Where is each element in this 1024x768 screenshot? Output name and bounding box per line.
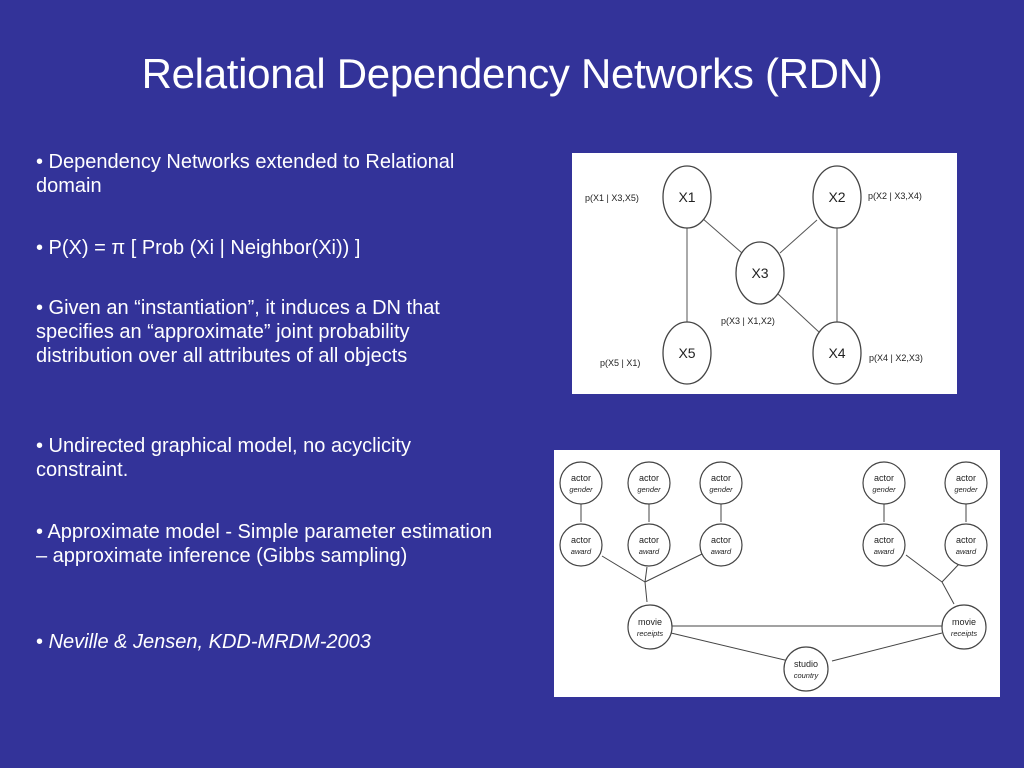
edge-join-m2 (941, 581, 955, 605)
node-attr: gender (569, 485, 593, 494)
node-attr: gender (709, 485, 733, 494)
node-attr: award (874, 547, 895, 556)
node-label: actor (639, 473, 659, 483)
node-attr: award (571, 547, 592, 556)
bullet-probability-formula: • P(X) = π [ Prob (Xi | Neighbor(Xi)) ] (36, 237, 361, 259)
node-actor-gender-4 (862, 461, 906, 505)
edge-a4-join (905, 554, 943, 583)
edge-m1-s1 (670, 632, 790, 662)
node-movie-receipts-1 (627, 604, 673, 650)
bullet-citation: • Neville & Jensen, KDD-MRDM-2003 (36, 630, 371, 654)
node-x4 (812, 321, 862, 385)
node-actor-gender-2 (627, 461, 671, 505)
node-label: actor (571, 535, 591, 545)
node-attr: gender (637, 485, 661, 494)
node-actor-gender-3 (699, 461, 743, 505)
edge-m2-s1 (831, 632, 943, 662)
node-x3 (735, 241, 785, 305)
cpd-x5: p(X5 | X1) (600, 358, 640, 368)
node-label: movie (952, 617, 976, 627)
node-actor-gender-1 (559, 461, 603, 505)
node-label: actor (874, 473, 894, 483)
node-attr: award (956, 547, 977, 556)
edge-a5-join (941, 563, 960, 583)
edge-join-m1 (644, 581, 648, 603)
node-label: actor (711, 535, 731, 545)
node-attr: award (639, 547, 660, 556)
node-x5-label: X5 (678, 345, 695, 361)
node-actor-award-1 (559, 523, 603, 567)
node-x4-label: X4 (828, 345, 845, 361)
edge-x1-x3 (701, 217, 743, 254)
node-attr: receipts (951, 629, 978, 638)
dependency-network-figure: X1 X2 X3 X4 X5 p(X1 | X3,X5) p(X2 | X3,X… (572, 153, 957, 394)
cpd-x4: p(X4 | X2,X3) (869, 353, 923, 363)
rdn-figure: actor actor actor actor actor actor acto… (554, 450, 1000, 697)
node-actor-award-5 (944, 523, 988, 567)
citation-text: Neville & Jensen, KDD-MRDM-2003 (48, 631, 371, 653)
node-movie-receipts-2 (941, 604, 987, 650)
node-label: movie (638, 617, 662, 627)
node-x2-label: X2 (828, 189, 845, 205)
bullet-undirected-model: • Undirected graphical model, no acyclic… (36, 435, 411, 481)
slide-title: Relational Dependency Networks (RDN) (141, 50, 883, 97)
node-x5 (662, 321, 712, 385)
cpd-x1: p(X1 | X3,X5) (585, 193, 639, 203)
node-x3-label: X3 (751, 265, 768, 281)
node-actor-award-4 (862, 523, 906, 567)
node-label: actor (571, 473, 591, 483)
edge-x3-x4 (776, 292, 821, 334)
bullet-marker: • (36, 631, 49, 653)
node-label: studio (794, 659, 818, 669)
node-attr: award (711, 547, 732, 556)
node-attr: gender (954, 485, 978, 494)
bullet-dependency-networks: • Dependency Networks extended to Relati… (36, 151, 455, 197)
cpd-x2: p(X2 | X3,X4) (868, 191, 922, 201)
bullet-approximate-model: • Approximate model - Simple parameter e… (36, 521, 493, 567)
bullet-instantiation: • Given an “instantiation”, it induces a… (36, 297, 440, 367)
node-x2 (812, 165, 862, 229)
node-attr: gender (872, 485, 896, 494)
edge-a1-join (601, 555, 646, 583)
edge-a2-join (644, 566, 648, 583)
node-label: actor (711, 473, 731, 483)
node-attr: receipts (637, 629, 664, 638)
dependency-network-svg: X1 X2 X3 X4 X5 p(X1 | X3,X5) p(X2 | X3,X… (585, 165, 923, 385)
node-label: actor (639, 535, 659, 545)
cpd-x3: p(X3 | X1,X2) (721, 316, 775, 326)
edge-x2-x3 (779, 219, 818, 254)
node-label: actor (956, 535, 976, 545)
node-label: actor (874, 535, 894, 545)
node-label: actor (956, 473, 976, 483)
node-actor-gender-5 (944, 461, 988, 505)
edge-a3-join (644, 553, 703, 583)
node-x1 (662, 165, 712, 229)
node-x1-label: X1 (678, 189, 695, 205)
rdn-svg: actor actor actor actor actor actor acto… (559, 461, 988, 692)
node-actor-award-3 (699, 523, 743, 567)
node-studio-country (783, 646, 829, 692)
node-attr: country (794, 671, 820, 680)
node-actor-award-2 (627, 523, 671, 567)
